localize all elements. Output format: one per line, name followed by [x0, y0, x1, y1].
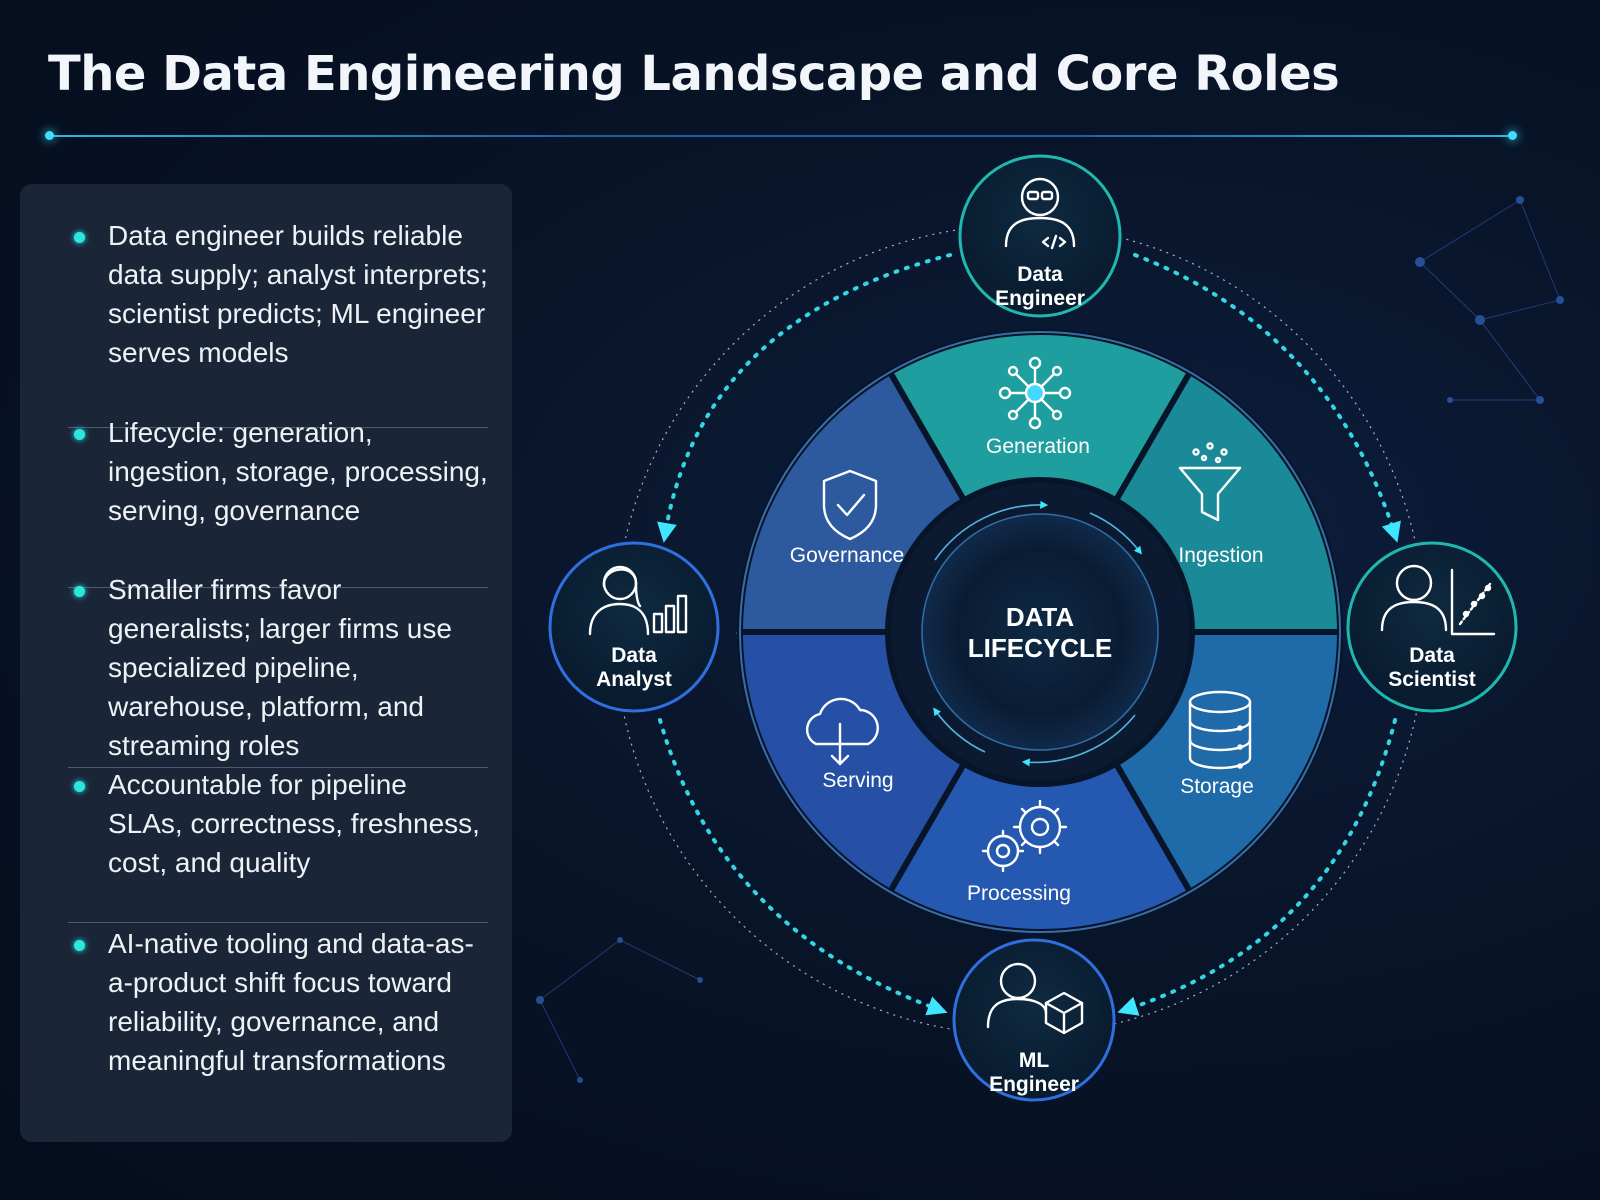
shield-check-icon: [822, 469, 878, 541]
role-label-line2: Engineer: [995, 287, 1085, 310]
role-label-line2: Scientist: [1388, 668, 1476, 691]
funnel-icon: [1178, 442, 1242, 522]
network-nodes-icon: [998, 356, 1072, 430]
bullet-text: AI-native tooling and data-as-a-product …: [108, 928, 474, 1076]
role-node-data-analyst: Data Analyst: [548, 541, 720, 713]
center-label-line1: DATA: [1006, 602, 1075, 632]
flow-arrows: [657, 253, 1401, 1016]
role-node-data-scientist: Data Scientist: [1346, 541, 1518, 713]
gears-icon: [981, 799, 1068, 873]
inner-cycle-arrows: [933, 500, 1142, 767]
bullet-text: Smaller firms favor generalists; larger …: [108, 574, 452, 761]
role-node-ml-engineer: ML Engineer: [952, 938, 1116, 1102]
stage-label-governance: Governance: [790, 544, 904, 567]
role-label-line2: Engineer: [989, 1073, 1079, 1096]
database-icon: [1188, 690, 1252, 770]
bullet-dot-icon: [74, 781, 85, 792]
stage-label-processing: Processing: [967, 882, 1071, 905]
bullet-dot-icon: [74, 586, 85, 597]
role-label-line1: ML: [1019, 1049, 1049, 1072]
person-code-icon: [1004, 177, 1076, 250]
ring-outline: [739, 331, 1341, 933]
bullet-divider: [68, 427, 488, 428]
stage-label-storage: Storage: [1180, 775, 1254, 798]
center-core: [921, 513, 1159, 751]
stage-label-serving: Serving: [822, 769, 893, 792]
bullet-divider: [68, 767, 488, 768]
bullet-dot-icon: [74, 429, 85, 440]
stage-label-generation: Generation: [986, 435, 1090, 458]
role-label-line2: Analyst: [596, 668, 672, 691]
bullet-panel: Data engineer builds reliable data suppl…: [20, 184, 512, 1142]
role-label-line1: Data: [611, 644, 657, 667]
cloud-download-icon: [805, 697, 879, 766]
person-scatter-icon: [1380, 564, 1496, 636]
network-background: [536, 196, 1564, 1083]
role-label-line1: Data: [1017, 263, 1063, 286]
bullet-text: Data engineer builds reliable data suppl…: [108, 220, 488, 368]
bullet-dot-icon: [74, 232, 85, 243]
divider-endpoint-right: [1508, 131, 1517, 140]
title-divider: [50, 135, 1514, 137]
person-chart-icon: [588, 565, 688, 636]
divider-endpoint-left: [45, 131, 54, 140]
bullet-dot-icon: [74, 940, 85, 951]
center-label-line2: LIFECYCLE: [968, 633, 1112, 663]
role-node-data-engineer: Data Engineer: [958, 154, 1122, 318]
role-label-line1: Data: [1409, 644, 1455, 667]
bullet-text: Accountable for pipeline SLAs, correctne…: [108, 769, 480, 878]
bullet-divider: [68, 922, 488, 923]
person-cube-icon: [986, 962, 1084, 1035]
bullet-text: Lifecycle: generation, ingestion, storag…: [108, 417, 488, 526]
bullet-divider: [68, 587, 488, 588]
page-title: The Data Engineering Landscape and Core …: [48, 46, 1340, 102]
stage-label-ingestion: Ingestion: [1178, 544, 1263, 567]
